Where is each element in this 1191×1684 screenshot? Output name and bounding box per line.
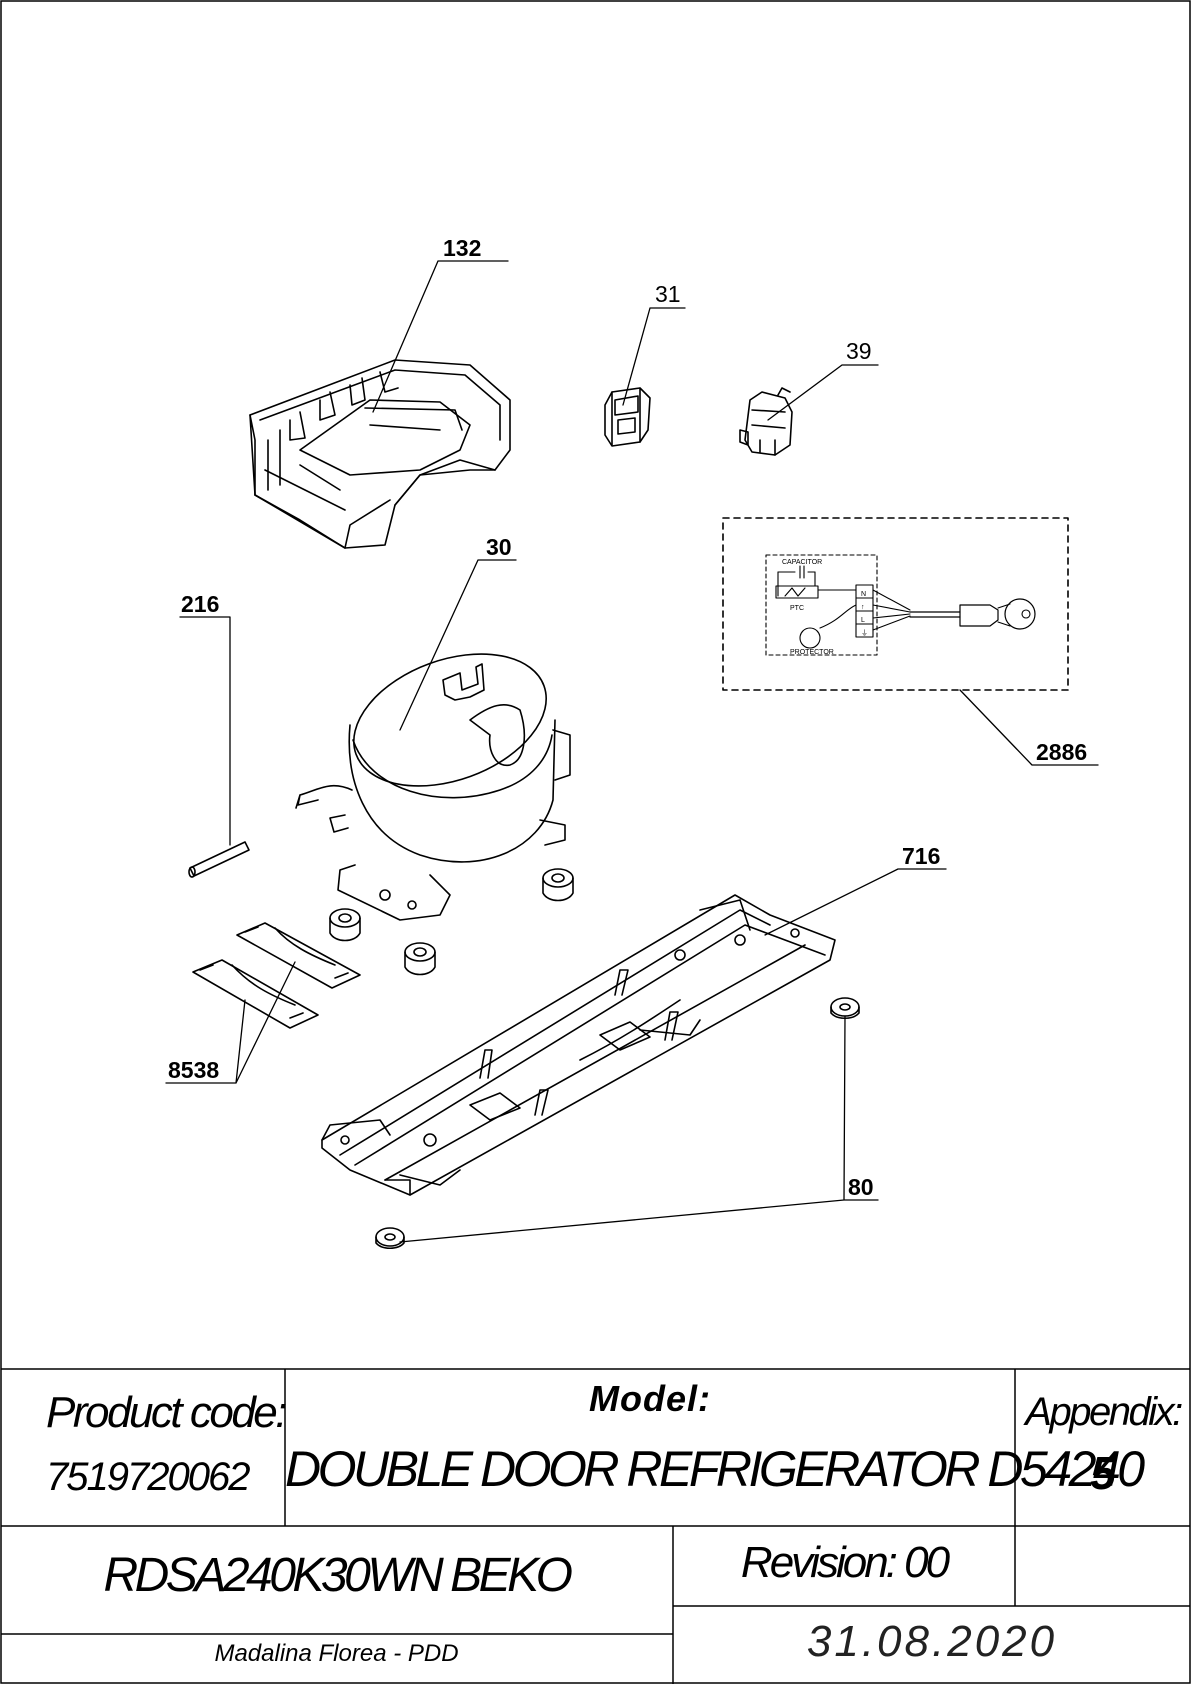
part-39-protector (739, 387, 793, 456)
part-132-cover (249, 359, 511, 549)
callout-716: 716 (902, 843, 940, 869)
part-30-compressor (295, 653, 571, 921)
commercial-name: RDSA240K30WN BEKO (103, 1549, 573, 1602)
author-name: Madalina Florea - PDD (214, 1640, 459, 1667)
terminal-arrow: ↑ (861, 604, 865, 611)
callout-30: 30 (486, 534, 512, 560)
model-name: DOUBLE DOOR REFRIGERATOR D54240 (285, 1441, 1145, 1497)
callout-31: 31 (655, 281, 681, 307)
appendix-value: 5 (1090, 1447, 1116, 1499)
callout-39: 39 (846, 338, 872, 364)
revision-date: 31.08.2020 (806, 1617, 1058, 1666)
revision-label: Revision: 00 (740, 1538, 950, 1587)
wiring-labels: CAPACITOR PTC PROTECTOR N ↑ L ⏚ (782, 559, 868, 656)
ptc-label: PTC (790, 605, 804, 612)
capacitor-label: CAPACITOR (782, 559, 822, 566)
callout-2886: 2886 (1036, 739, 1087, 765)
part-80-clips (375, 997, 860, 1250)
part-2886-wiring (722, 517, 1069, 691)
callout-labels: 132 31 39 30 216 2886 716 8538 80 (168, 235, 1087, 1200)
part-31-relay (604, 387, 651, 447)
protector-label: PROTECTOR (790, 649, 834, 656)
grommets (329, 868, 574, 976)
terminal-l: L (861, 617, 865, 624)
callout-8538: 8538 (168, 1057, 219, 1083)
callout-80: 80 (848, 1174, 874, 1200)
part-216-pipe (188, 841, 250, 878)
terminal-ground: ⏚ (861, 629, 868, 637)
callout-132: 132 (443, 235, 481, 261)
part-716-base-frame (321, 894, 836, 1196)
appendix-label: Appendix: (1025, 1390, 1183, 1434)
terminal-n: N (861, 591, 866, 598)
product-code-value: 7519720062 (46, 1455, 250, 1499)
model-label: Model: (589, 1378, 711, 1419)
product-code-label: Product code: (46, 1388, 288, 1437)
callout-216: 216 (181, 591, 219, 617)
leader-lines (165, 260, 1099, 1243)
part-8538-plates (192, 922, 361, 1029)
